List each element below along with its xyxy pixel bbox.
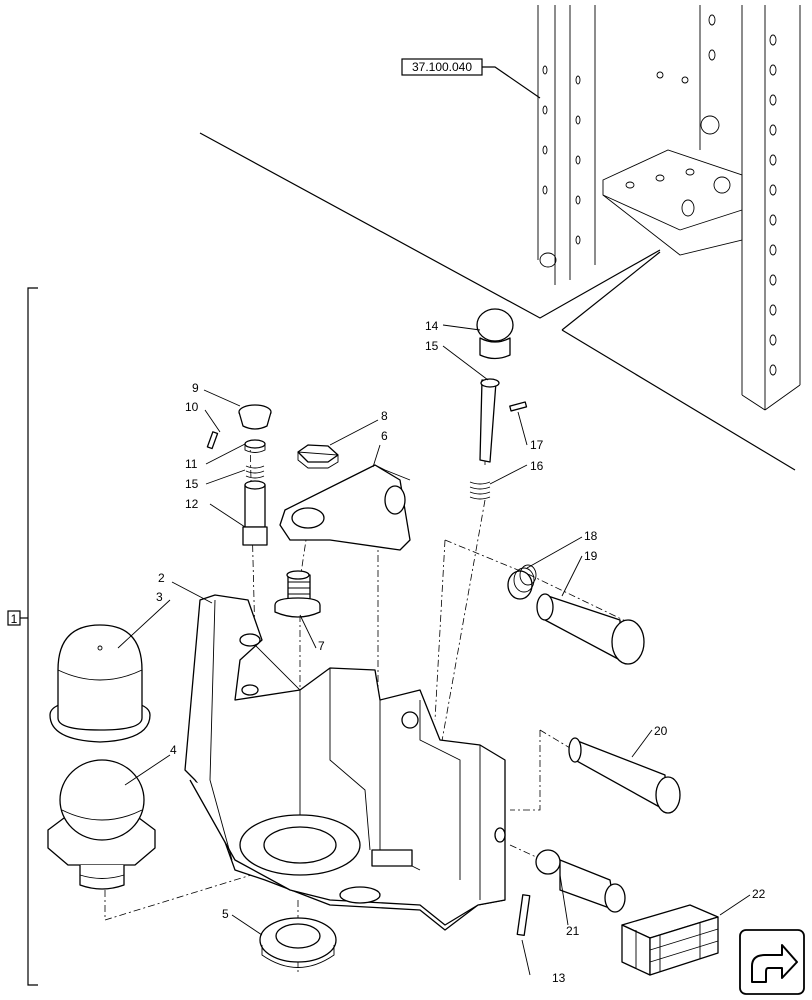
- callout-3: 3: [156, 590, 163, 604]
- callout-9: 9: [192, 381, 199, 395]
- lever-arm[interactable]: [279, 464, 411, 551]
- callout-21: 21: [566, 924, 580, 938]
- callout-14: 14: [425, 319, 439, 333]
- callout-leaders: [117, 324, 751, 976]
- reference-label: 37.100.040: [412, 60, 472, 74]
- crate-kit-icon[interactable]: [621, 904, 719, 976]
- left-pin-stack[interactable]: [206, 404, 272, 546]
- callout-12: 12: [185, 497, 199, 511]
- callout-numbers: 2 3 4 5 6 7 8 9 10 11 15 12 13 14 15 16 …: [156, 319, 766, 985]
- callout-10: 10: [185, 400, 199, 414]
- callout-22: 22: [752, 887, 766, 901]
- reference-callout[interactable]: 37.100.040: [401, 58, 541, 99]
- threaded-bushing[interactable]: [274, 570, 321, 618]
- callout-18: 18: [584, 529, 598, 543]
- next-page-arrow-icon[interactable]: [739, 929, 805, 995]
- hex-nut[interactable]: [297, 444, 339, 469]
- dome-cap[interactable]: [49, 624, 151, 743]
- callout-5: 5: [222, 907, 229, 921]
- hitch-body[interactable]: [184, 594, 506, 931]
- spring-and-pin[interactable]: [507, 564, 645, 665]
- callout-15: 15: [425, 339, 439, 353]
- group-label: 1: [11, 612, 18, 626]
- group-bracket: 1: [7, 287, 38, 986]
- callout-2: 2: [158, 571, 165, 585]
- callout-20: 20: [654, 724, 668, 738]
- callout-16-right: 16: [530, 459, 544, 473]
- callout-11: 11: [185, 457, 198, 471]
- callout-16-left: 15: [185, 477, 199, 491]
- callout-7: 7: [318, 639, 325, 653]
- long-pin[interactable]: [568, 737, 681, 814]
- stepped-pin[interactable]: [535, 849, 626, 913]
- callout-8: 8: [381, 409, 388, 423]
- callout-13: 13: [552, 971, 566, 985]
- right-pin-stack[interactable]: [469, 308, 528, 500]
- lock-nut[interactable]: [259, 917, 337, 968]
- callout-17: 17: [530, 438, 544, 452]
- frame-assembly: [199, 5, 801, 471]
- ball-head[interactable]: [47, 759, 156, 890]
- callout-6: 6: [381, 429, 388, 443]
- callout-19: 19: [584, 549, 598, 563]
- roll-pin[interactable]: [516, 894, 531, 937]
- callout-4: 4: [170, 743, 177, 757]
